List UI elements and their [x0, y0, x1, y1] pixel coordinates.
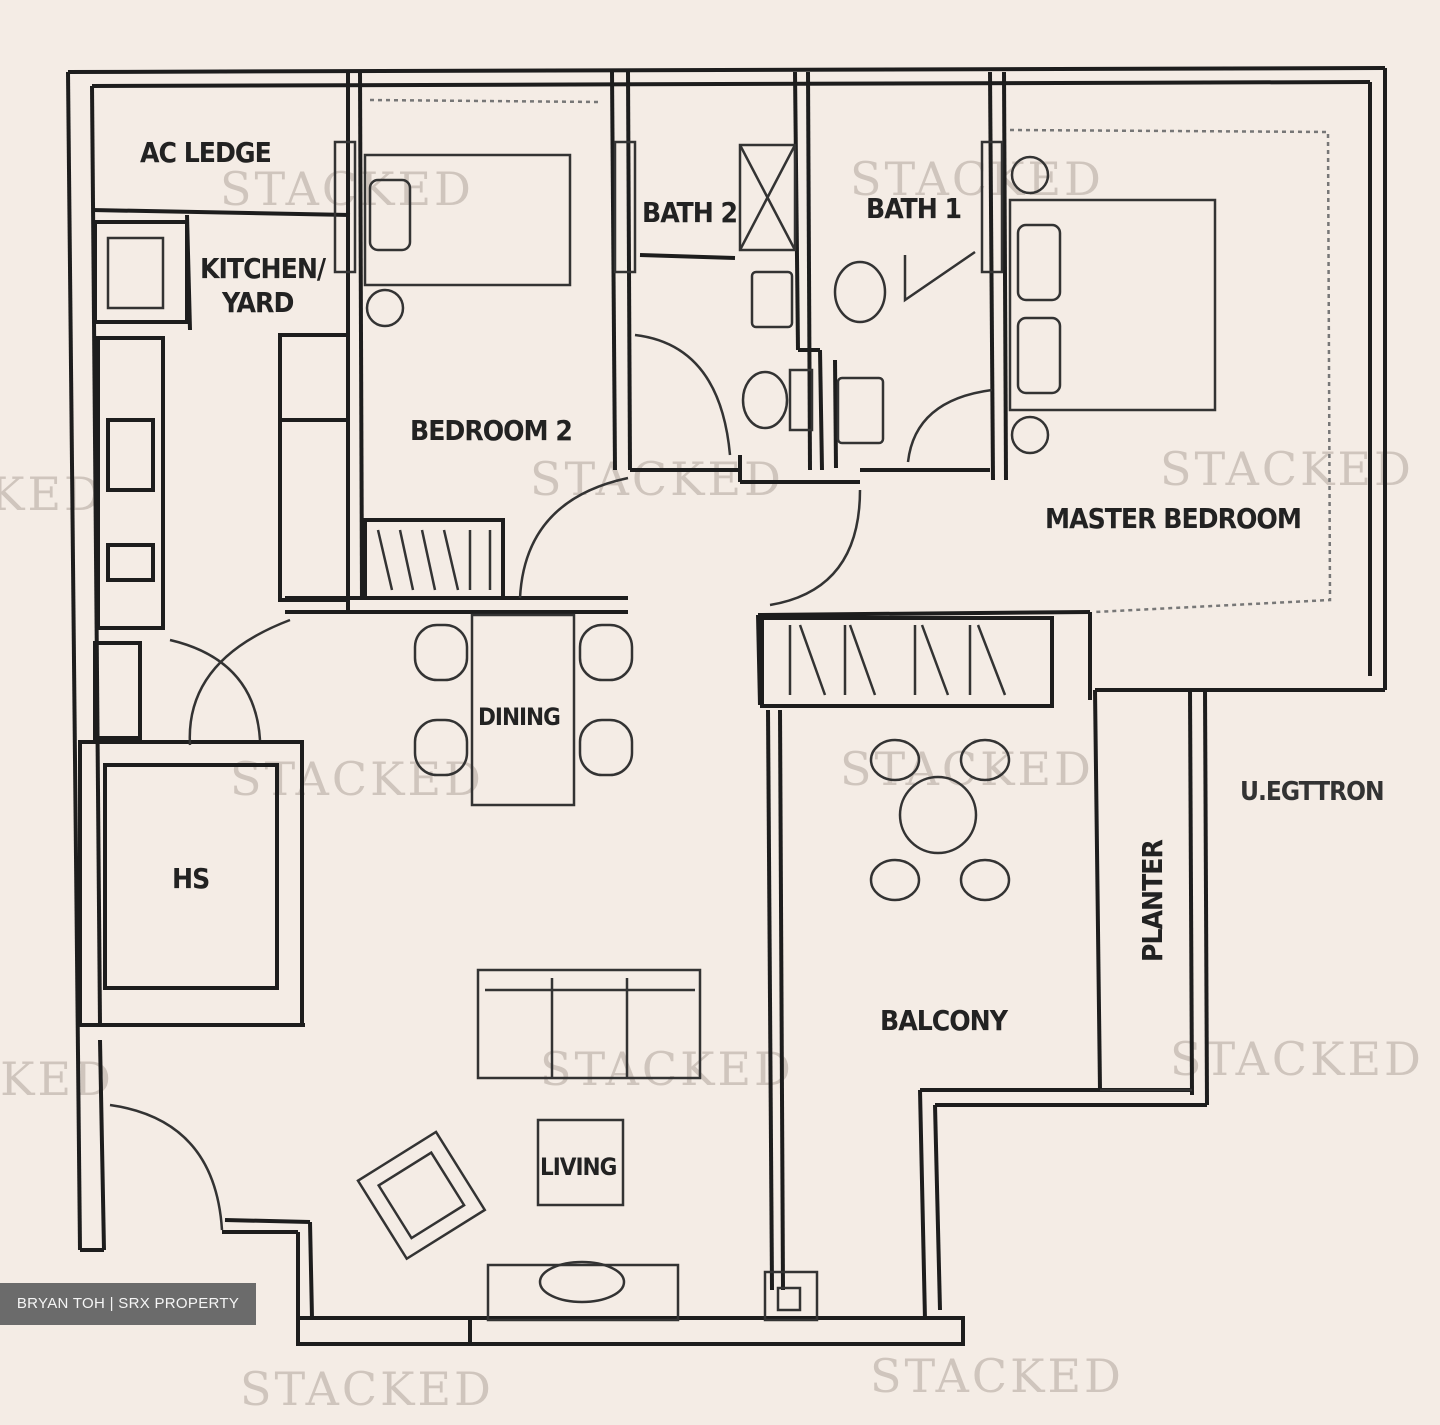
watermark: STACKED — [850, 152, 1104, 206]
label-bedroom-2: BEDROOM 2 — [410, 414, 572, 447]
label-ac-ledge: AC LEDGE — [140, 136, 271, 169]
watermarks: STACKED STACKED STACKED STACKED STACKED … — [0, 152, 1424, 1416]
watermark: STACKED — [870, 1349, 1124, 1403]
label-outside: U.EGTTRON — [1240, 777, 1384, 807]
room-labels: AC LEDGE KITCHEN/ YARD BATH 2 BATH 1 BED… — [140, 136, 1385, 1181]
label-dining: DINING — [478, 703, 560, 731]
walls — [66, 66, 1387, 1346]
label-kitchen-yard: YARD — [221, 286, 293, 319]
label-planter: PLANTER — [1136, 840, 1169, 962]
watermark: STACKED — [530, 452, 784, 506]
watermark: STACKED — [230, 752, 484, 806]
watermark: STACKED — [1170, 1032, 1424, 1086]
label-bath-2: BATH 2 — [642, 196, 737, 229]
watermark: STACKED — [240, 1362, 494, 1416]
label-bath-1: BATH 1 — [866, 192, 961, 225]
label-kitchen: KITCHEN/ — [200, 252, 327, 285]
watermark: STACKED — [0, 1052, 114, 1106]
label-balcony: BALCONY — [880, 1004, 1009, 1037]
credit-badge: BRYAN TOH | SRX PROPERTY — [0, 1283, 256, 1325]
watermark: STACKED — [840, 742, 1094, 796]
watermark: STACKED — [540, 1042, 794, 1096]
label-hs: HS — [172, 862, 209, 895]
watermark: STACKED — [0, 467, 104, 521]
furniture — [106, 98, 1332, 1322]
label-living: LIVING — [540, 1153, 617, 1181]
watermark: STACKED — [1160, 442, 1414, 496]
label-master-bedroom: MASTER BEDROOM — [1045, 502, 1301, 535]
watermark: STACKED — [220, 162, 474, 216]
